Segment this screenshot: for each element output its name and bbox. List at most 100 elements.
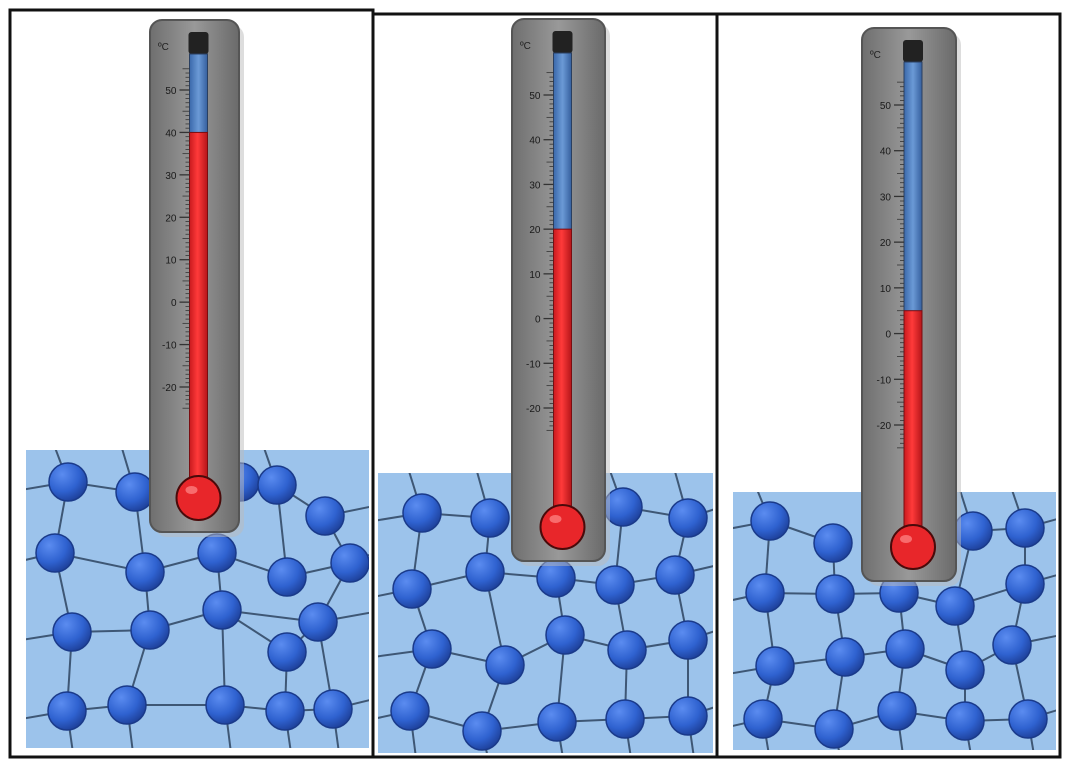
particle [750,501,790,541]
temperature-scale: 50 40 30 20 10 0 -10 -20 [162,68,190,409]
scale-label: 30 [165,171,177,182]
particle [298,602,338,642]
scale-label: 50 [880,101,892,112]
thermometer: ºC 50 40 30 20 10 0 -10 -20 [511,18,610,566]
particle [1005,508,1045,548]
scale-label: 30 [880,192,892,203]
particle [743,699,783,739]
tube-cap [188,32,209,54]
particle [107,685,147,725]
scale-label: 20 [165,213,177,224]
mercury-column [903,310,923,548]
particle [945,701,985,741]
scale-label: 40 [165,128,177,139]
particle [412,629,452,669]
particle [877,691,917,731]
scale-label: 0 [535,315,541,326]
panel-3: ºC 50 40 30 20 10 0 -10 -20 [715,12,1062,759]
particle [605,699,645,739]
scale-label: 40 [529,136,541,147]
particle [668,498,708,538]
particle [202,590,242,630]
scale-label: 40 [880,147,892,158]
particle [330,543,369,583]
particle [1005,564,1045,604]
temperature-scale: 50 40 30 20 10 0 -10 -20 [877,81,904,449]
scale-label: -10 [526,359,541,370]
scale-label: -10 [162,341,177,352]
particle [668,696,708,736]
particle [992,625,1032,665]
scale-label: 20 [880,238,892,249]
particle [813,523,853,563]
tube-cap [552,31,573,53]
particle [305,496,345,536]
particle [814,709,854,749]
particle [197,533,237,573]
particle [755,646,795,686]
particle [668,620,708,660]
tube-cap [903,40,923,62]
mercury-bulb [539,504,586,550]
scale-label: -20 [162,383,177,394]
particle [607,630,647,670]
particle-network [378,473,713,753]
particle [47,691,87,731]
mercury-bulb [890,524,936,570]
particle [815,574,855,614]
scale-label: -20 [877,421,892,432]
particle [125,552,165,592]
mercury-column [189,131,208,499]
scale-label: 50 [529,91,541,102]
mercury-column [553,228,572,528]
scale-label: 20 [529,225,541,236]
scale-label: -10 [877,375,892,386]
particle [595,565,635,605]
unit-label: ºC [870,50,881,61]
particle [205,685,245,725]
particle [885,629,925,669]
bulb-highlight [900,535,912,543]
particle [313,689,353,729]
particle [265,691,305,731]
bulb-highlight [185,486,198,494]
particle [48,462,88,502]
scale-label: 0 [171,298,177,309]
panel-2: ºC 50 40 30 20 10 0 -10 -20 [371,12,719,759]
particle [485,645,525,685]
particle [945,650,985,690]
particle [1008,699,1048,739]
particle [35,533,75,573]
particle [390,691,430,731]
scale-label: 10 [165,256,177,267]
particle [52,612,92,652]
temperature-scale: 50 40 30 20 10 0 -10 -20 [526,72,554,431]
particle-network [733,492,1056,750]
mercury-bulb [175,475,222,521]
scale-label: 0 [885,330,891,341]
particle [462,711,502,751]
scale-label: 50 [165,86,177,97]
particle [130,610,170,650]
bulb-highlight [549,515,562,523]
particle [537,702,577,742]
unit-label: ºC [520,41,531,52]
particle [402,493,442,533]
thermometer: ºC 50 40 30 20 10 0 -10 -20 [861,27,961,586]
particle [115,472,155,512]
particle [745,573,785,613]
scale-label: -20 [526,404,541,415]
particle [465,552,505,592]
particle [392,569,432,609]
particle [257,465,297,505]
particle [267,557,307,597]
particle [545,615,585,655]
scale-label: 30 [529,180,541,191]
scale-label: 10 [880,284,892,295]
particle [470,498,510,538]
scale-label: 10 [529,270,541,281]
particle [935,586,975,626]
